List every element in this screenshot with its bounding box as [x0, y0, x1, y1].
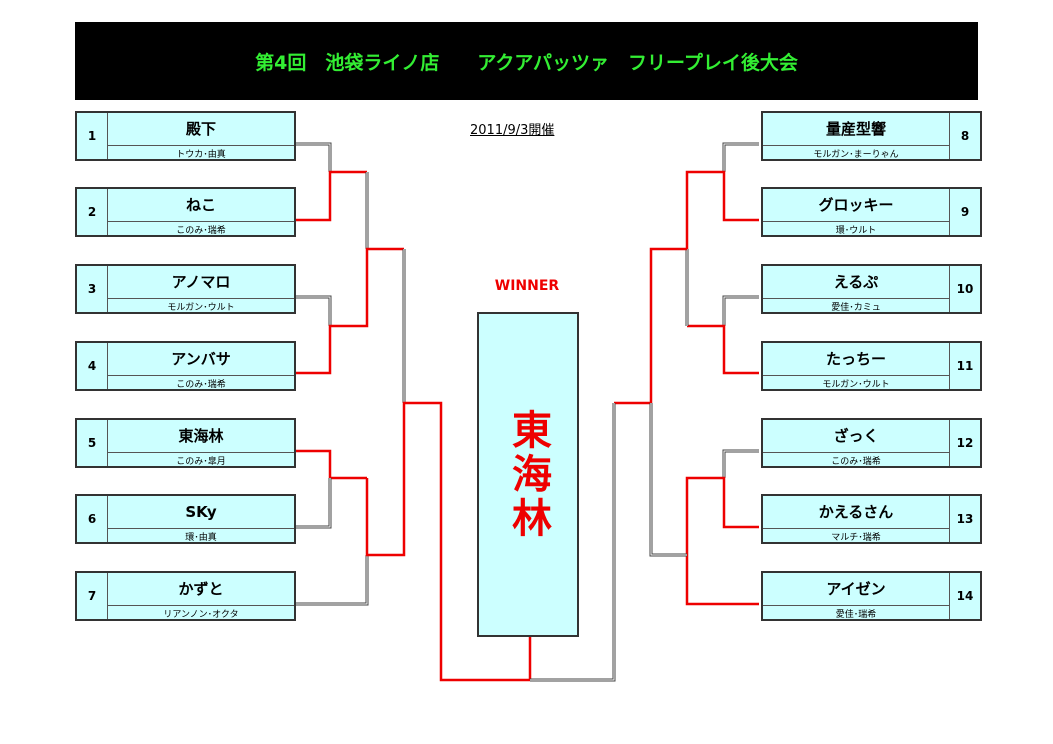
winner-box: 東海林 [477, 312, 579, 637]
page-title: 第4回 池袋ライノ店 アクアパッツァ フリープレイ後大会 [255, 51, 798, 74]
team-name: グロッキー [818, 196, 894, 214]
entry-box: 1 殿下トウカ･由真 [75, 111, 296, 161]
bracket-line-inner [723, 143, 759, 172]
team-members: このみ･瑞希 [763, 452, 949, 467]
team-members: トウカ･由真 [108, 145, 294, 160]
entry-box: 11 たっちーモルガン･ウルト [761, 341, 982, 391]
seed-number: 5 [77, 420, 108, 466]
header-banner: 第4回 池袋ライノ店 アクアパッツァ フリープレイ後大会 [75, 22, 978, 100]
team-members: モルガン･まーりゃん [763, 145, 949, 160]
winner-path-line [296, 170, 367, 222]
entry-box: 4 アンバサこのみ･瑞希 [75, 341, 296, 391]
seed-number: 9 [949, 189, 980, 235]
bracket-line [649, 403, 687, 557]
team-name: アノマロ [171, 273, 231, 291]
entry-box: 10 えるぷ愛佳･カミュ [761, 264, 982, 314]
event-date: 2011/9/3開催 [470, 123, 555, 138]
winner-path-line [685, 476, 759, 606]
seed-number: 7 [77, 573, 108, 619]
team-name: 量産型響 [825, 120, 886, 138]
entry-box: 3 アノマロモルガン･ウルト [75, 264, 296, 314]
team-name: かえるさん [818, 503, 894, 521]
team-members: リアンノン･オクタ [108, 605, 294, 620]
entry-box: 9 グロッキー環･ウルト [761, 187, 982, 237]
team-members: このみ･瑞希 [108, 221, 294, 236]
bracket-line-inner [530, 403, 615, 681]
bracket-line-inner [650, 403, 687, 556]
team-members: マルチ･瑞希 [763, 528, 949, 543]
seed-number: 2 [77, 189, 108, 235]
bracket-line [296, 478, 332, 529]
entry-box: 2 ねここのみ･瑞希 [75, 187, 296, 237]
team-members: 環･由真 [108, 528, 294, 543]
team-members: このみ･瑞希 [108, 375, 294, 390]
team-name: たっちー [825, 350, 886, 368]
winner-path-line [614, 247, 687, 405]
team-name: アイゼン [826, 580, 886, 598]
bracket-line-inner [296, 143, 331, 172]
team-members: モルガン･ウルト [763, 375, 949, 390]
team-members: 環･ウルト [763, 221, 949, 236]
bracket-line [722, 449, 759, 478]
bracket-line [296, 142, 332, 172]
seed-number: 6 [77, 496, 108, 542]
seed-number: 14 [949, 573, 980, 619]
team-name: えるぷ [833, 273, 879, 291]
winner-label: WINNER [494, 278, 560, 294]
bracket-line [296, 555, 369, 606]
team-name: ねこ [185, 196, 216, 214]
team-name: かずと [178, 580, 224, 598]
entry-box: 14 アイゼン愛佳･瑞希 [761, 571, 982, 621]
bracket-line-inner [723, 296, 759, 326]
entry-box: 5 東海林このみ･皐月 [75, 418, 296, 468]
bracket-line [722, 295, 759, 326]
team-name: 東海林 [178, 427, 224, 445]
winner-path-line [685, 170, 759, 249]
team-members: モルガン･ウルト [108, 298, 294, 313]
seed-number: 4 [77, 343, 108, 389]
team-members: 愛佳･瑞希 [763, 605, 949, 620]
seed-number: 1 [77, 113, 108, 159]
entry-box: 8 量産型響モルガン･まーりゃん [761, 111, 982, 161]
team-name: 殿下 [185, 120, 216, 138]
entry-box: 12 ざっくこのみ･瑞希 [761, 418, 982, 468]
winner-path-line [365, 401, 532, 682]
seed-number: 13 [949, 496, 980, 542]
team-name: アンバサ [171, 350, 231, 368]
winner-path-line [296, 449, 367, 480]
bracket-line [722, 142, 759, 172]
bracket-line-inner [296, 478, 331, 528]
bracket-line [296, 295, 332, 326]
seed-number: 3 [77, 266, 108, 312]
bracket-line-inner [296, 555, 368, 605]
team-members: 愛佳･カミュ [763, 298, 949, 313]
seed-number: 8 [949, 113, 980, 159]
entry-box: 13 かえるさんマルチ･瑞希 [761, 494, 982, 544]
entry-box: 6 SKy 環･由真 [75, 494, 296, 544]
team-members: このみ･皐月 [108, 452, 294, 467]
seed-number: 12 [949, 420, 980, 466]
bracket-line-inner [296, 296, 331, 326]
seed-number: 11 [949, 343, 980, 389]
bracket-line-inner [723, 450, 759, 478]
winner-name: 東海林 [505, 408, 551, 541]
winner-path-line [687, 324, 759, 375]
entry-box: 7 かずとリアンノン･オクタ [75, 571, 296, 621]
seed-number: 10 [949, 266, 980, 312]
team-name: SKy [185, 502, 217, 521]
team-name: ざっく [833, 427, 879, 445]
winner-path-line [296, 247, 404, 375]
